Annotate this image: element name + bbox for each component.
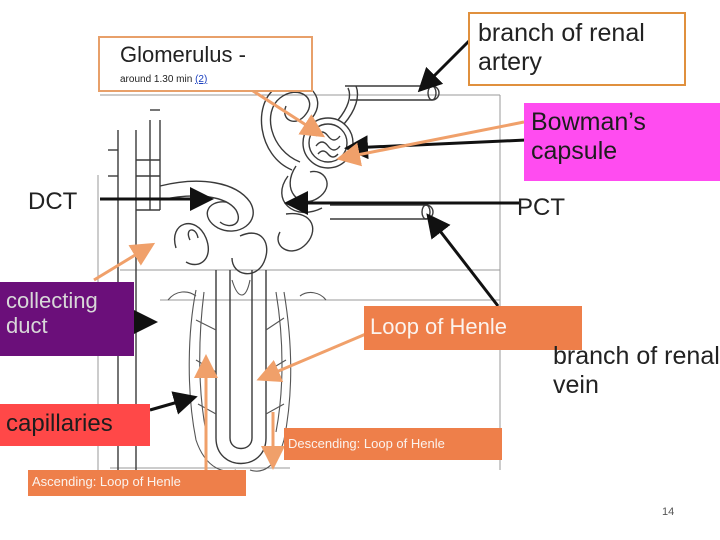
renal-artery-label: branch of renal artery (468, 12, 686, 86)
loop-of-henle-label: Loop of Henle (364, 306, 582, 350)
renal-vein-label: branch of renal vein (553, 342, 720, 399)
glomerulus-time-text: around 1.30 min (120, 74, 196, 85)
pct-label: PCT (517, 194, 565, 221)
ascending-limb-label: Ascending: Loop of Henle (28, 470, 246, 496)
page-number: 14 (662, 506, 675, 518)
glomerulus-callout: Glomerulus - around 1.30 min (2) (98, 36, 313, 92)
bowmans-capsule-label: Bowman’s capsule (524, 103, 720, 181)
reference-link[interactable]: (2) (195, 74, 208, 85)
descending-limb-label: Descending: Loop of Henle (284, 428, 502, 460)
glomerulus-video-time: around 1.30 min (2) (120, 74, 207, 86)
black-pointers (100, 38, 527, 415)
capillaries-label: capillaries (0, 404, 150, 446)
glomerulus-label: Glomerulus - (120, 42, 246, 67)
loop-of-henle-tube (215, 270, 267, 464)
dct-label: DCT (28, 188, 78, 215)
collecting-duct-label: collecting duct (0, 282, 134, 356)
diagram-frame (97, 94, 501, 475)
distal-tubule (159, 180, 314, 275)
